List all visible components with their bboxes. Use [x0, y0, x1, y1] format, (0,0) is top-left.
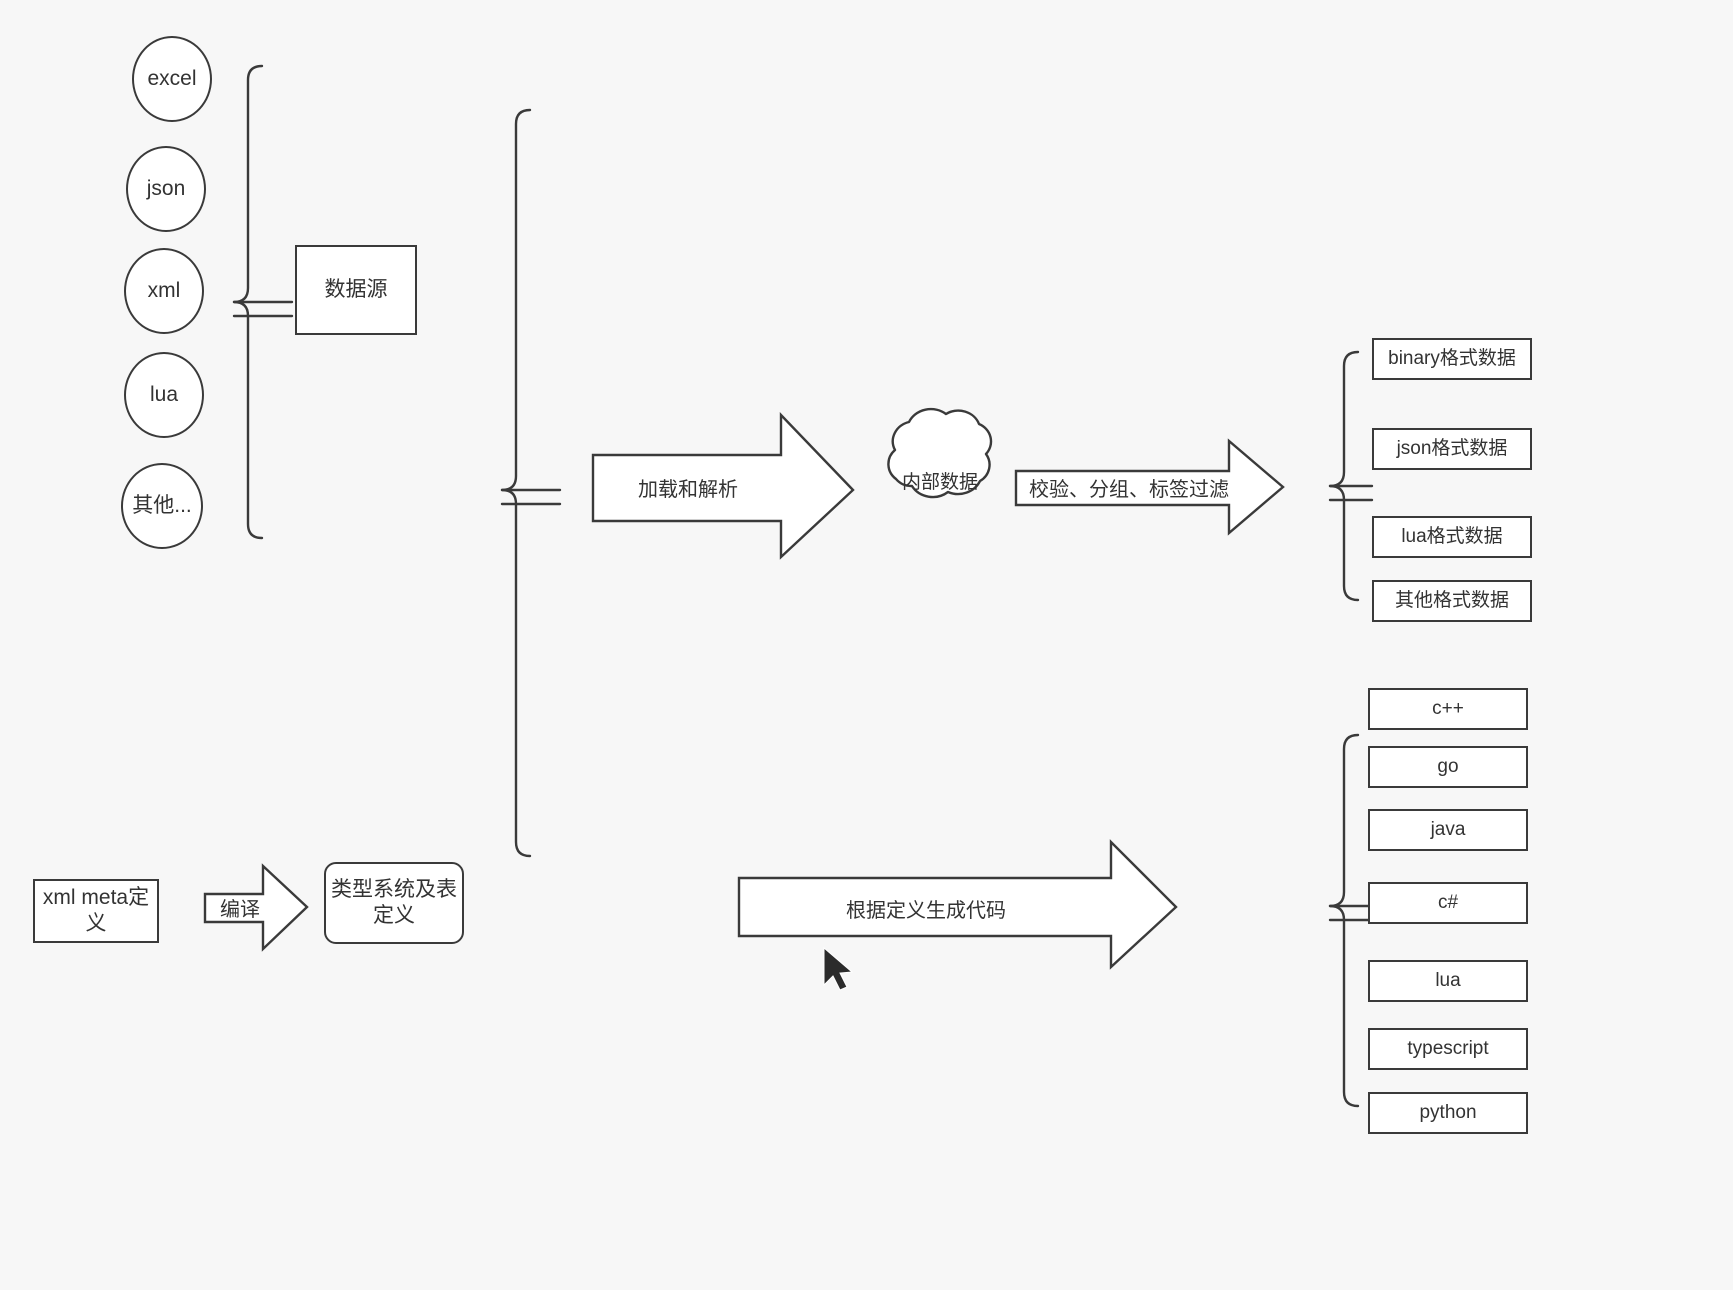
data-source-other-label: 其他... [132, 493, 192, 517]
data-source-lua[interactable]: lua [124, 352, 204, 438]
load-and-parse-label: 加载和解析 [638, 478, 738, 501]
output-format-json-label: json格式数据 [1396, 438, 1508, 460]
data-source-lua-label: lua [149, 382, 179, 406]
output-format-json[interactable]: json格式数据 [1372, 428, 1532, 470]
data-source-xml[interactable]: xml [124, 248, 204, 334]
output-language-cpp[interactable]: c++ [1368, 688, 1528, 730]
output-format-lua-label: lua格式数据 [1401, 526, 1503, 548]
brace-pipeline-input-stem [500, 488, 562, 506]
arrow-generate-code [737, 839, 1178, 970]
compile-arrow-label-wrap: 编译 [205, 893, 275, 921]
arrow-compile [203, 863, 309, 952]
mouse-pointer-icon [823, 946, 854, 991]
brace-data-sources [232, 64, 264, 540]
output-language-lua-label: lua [1435, 970, 1461, 992]
xml-meta-definition-box[interactable]: xml meta定义 [33, 879, 159, 943]
output-format-binary[interactable]: binary格式数据 [1372, 338, 1532, 380]
output-language-typescript-label: typescript [1407, 1038, 1489, 1060]
data-source-group-label: 数据源 [324, 277, 388, 301]
data-source-other[interactable]: 其他... [121, 463, 203, 549]
internal-data-label-wrap: 内部数据 [888, 465, 992, 495]
brace-output-formats-stem [1328, 484, 1374, 502]
data-source-xml-label: xml [147, 278, 181, 302]
brace-output-languages-stem [1328, 904, 1374, 922]
output-format-binary-label: binary格式数据 [1388, 348, 1516, 370]
output-format-lua[interactable]: lua格式数据 [1372, 516, 1532, 558]
data-source-excel-label: excel [147, 66, 197, 90]
output-format-other[interactable]: 其他格式数据 [1372, 580, 1532, 622]
output-language-lua[interactable]: lua [1368, 960, 1528, 1002]
brace-output-languages [1328, 733, 1360, 1108]
arrow-load-and-parse [591, 412, 855, 560]
compile-arrow-label: 编译 [220, 898, 260, 921]
output-language-go[interactable]: go [1368, 746, 1528, 788]
output-language-java-label: java [1430, 819, 1466, 841]
output-language-csharp[interactable]: c# [1368, 882, 1528, 924]
xml-meta-definition-label: xml meta定义 [42, 885, 150, 935]
output-language-csharp-label: c# [1437, 892, 1459, 914]
arrow-validate-group-filter [1014, 438, 1285, 536]
output-format-other-label: 其他格式数据 [1394, 590, 1509, 612]
output-language-go-label: go [1437, 756, 1459, 778]
data-source-group-box[interactable]: 数据源 [295, 245, 417, 335]
output-language-typescript[interactable]: typescript [1368, 1028, 1528, 1070]
brace-pipeline-input [500, 108, 532, 858]
generate-code-label-wrap: 根据定义生成代码 [740, 893, 1112, 923]
generate-code-label: 根据定义生成代码 [846, 899, 1006, 922]
brace-data-sources-stem [232, 300, 294, 318]
output-language-python[interactable]: python [1368, 1092, 1528, 1134]
cloud-internal-data [887, 407, 993, 499]
brace-output-formats [1328, 350, 1360, 602]
output-language-cpp-label: c++ [1432, 698, 1464, 720]
output-language-python-label: python [1419, 1102, 1477, 1124]
type-system-label: 类型系统及表定义 [331, 877, 457, 927]
validate-group-filter-label-wrap: 校验、分组、标签过滤 [1018, 472, 1240, 502]
data-source-json-label: json [146, 176, 186, 200]
validate-group-filter-label: 校验、分组、标签过滤 [1029, 478, 1229, 501]
type-system-box[interactable]: 类型系统及表定义 [324, 862, 464, 944]
load-and-parse-label-wrap: 加载和解析 [593, 472, 783, 502]
data-source-excel[interactable]: excel [132, 36, 212, 122]
output-language-java[interactable]: java [1368, 809, 1528, 851]
internal-data-label: 内部数据 [901, 471, 978, 493]
data-source-json[interactable]: json [126, 146, 206, 232]
